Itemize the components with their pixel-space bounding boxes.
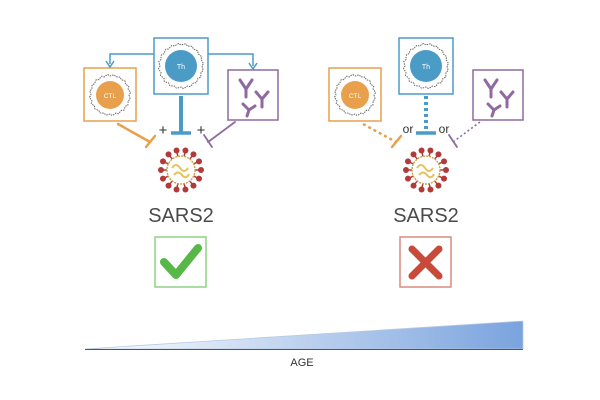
check-mark-icon xyxy=(154,236,207,288)
cross-mark-icon xyxy=(399,236,452,288)
virus-label: SARS2 xyxy=(148,205,214,227)
antibody-inhibition xyxy=(452,121,481,143)
th-to-ctl-arrow xyxy=(105,53,154,69)
age-axis-label: AGE xyxy=(290,357,313,369)
sars-cov-2-virion-icon xyxy=(158,147,204,193)
th-cell-icon: Th xyxy=(398,37,454,95)
antibody-inhibition xyxy=(203,121,236,148)
th-label: Th xyxy=(422,64,430,71)
cytotoxic-t-cell-icon: CTL xyxy=(328,67,382,122)
antibody-icon xyxy=(227,69,279,121)
or-label: or xyxy=(439,122,450,136)
ctl-inhibition xyxy=(116,122,157,149)
antibody-inhibition-bar xyxy=(448,134,458,148)
cytotoxic-t-cell-icon: CTL xyxy=(83,67,137,122)
left-panel: Th CTL xyxy=(83,37,279,288)
ctl-inhibition xyxy=(362,122,397,144)
th-cell-icon: Th xyxy=(153,37,209,95)
ctl-inhibition-bar xyxy=(390,134,403,149)
ctl-label: CTL xyxy=(349,93,362,100)
th-inhibition xyxy=(171,96,191,135)
right-panel: Th CTL or or SARS2 xyxy=(328,37,524,288)
age-gradient-wedge xyxy=(84,320,524,350)
sars-cov-2-virion-icon xyxy=(403,147,449,193)
ctl-label: CTL xyxy=(104,93,117,100)
virus-label: SARS2 xyxy=(393,205,459,227)
or-label: or xyxy=(403,122,414,136)
plus-sign: + xyxy=(159,122,168,139)
antibody-icon xyxy=(472,69,524,121)
th-to-antibody-arrow xyxy=(208,53,258,71)
plus-sign: + xyxy=(197,122,206,139)
th-label: Th xyxy=(177,64,185,71)
